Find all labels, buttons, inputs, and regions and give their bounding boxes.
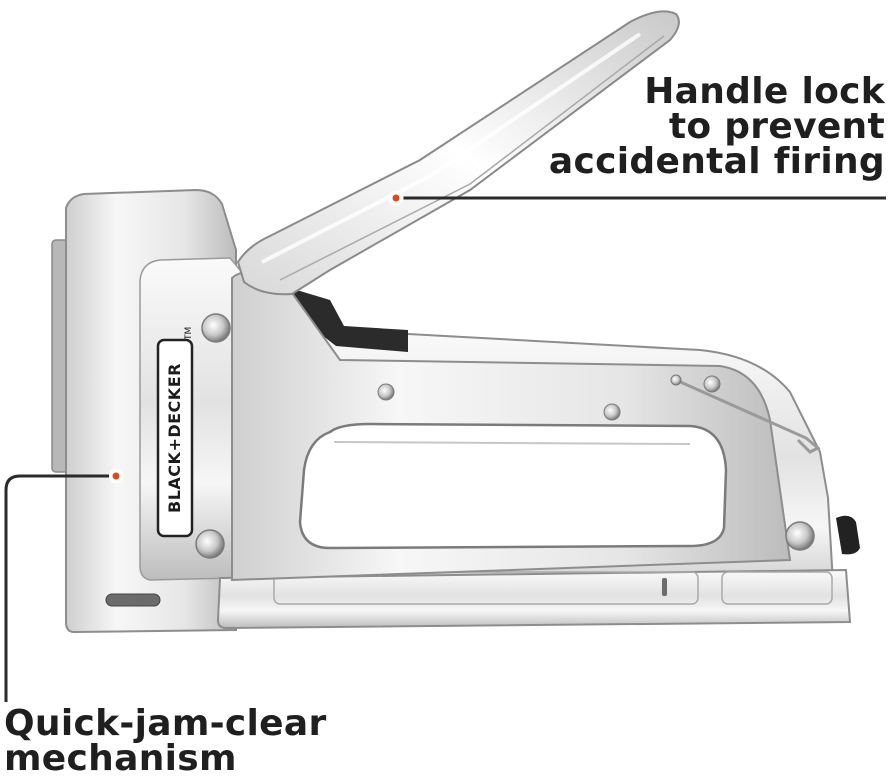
rivet <box>201 313 231 343</box>
stapler-body <box>51 188 860 634</box>
trademark-symbol: TM <box>184 326 194 340</box>
stapler-handle <box>236 10 680 296</box>
rivet <box>603 403 621 421</box>
callout-line: Handle lock <box>644 71 885 112</box>
callout-handle-lock: Handle lock to prevent accidental firing <box>525 71 885 182</box>
callout-line: mechanism <box>4 738 237 779</box>
callout-line: to prevent <box>668 106 885 147</box>
brand-badge <box>156 338 194 538</box>
callout-line: Quick-jam-clear <box>4 703 327 744</box>
callout-line: accidental firing <box>548 141 885 182</box>
brand-label: BLACK+DECKER <box>165 363 184 513</box>
marker-dot <box>392 194 400 202</box>
rivet <box>785 521 815 551</box>
callout-jam-clear: Quick-jam-clear mechanism <box>4 703 424 779</box>
rivet <box>377 383 395 401</box>
callout-leader-jam-clear <box>4 469 123 702</box>
callout-leader-handle-lock <box>388 190 886 206</box>
rivet <box>703 375 721 393</box>
marker-dot <box>112 472 120 480</box>
rivet <box>195 529 225 559</box>
